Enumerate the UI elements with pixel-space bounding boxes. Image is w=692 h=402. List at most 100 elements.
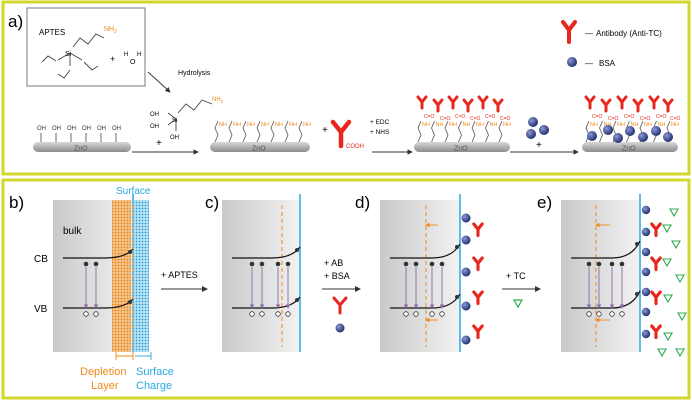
depletion-label-2: Layer <box>91 380 119 392</box>
si-label: Si <box>65 51 72 58</box>
surface-electron <box>128 300 132 304</box>
aptes-oh-1: OH <box>150 112 159 118</box>
blocking-bsa <box>663 132 673 142</box>
nh-group: NH <box>289 122 297 128</box>
aptes-chain <box>284 120 289 143</box>
nh-group: NH <box>247 122 255 128</box>
blocking-bsa <box>651 126 661 136</box>
blocking-bsa <box>625 126 635 136</box>
ab-step-antibody <box>332 296 348 315</box>
nh-group: NH <box>422 122 430 128</box>
nh-group: NH <box>261 122 269 128</box>
aptes-chain <box>242 120 247 143</box>
carbonyl-label: C=O <box>624 114 635 120</box>
reagent-box <box>26 7 146 87</box>
aptes-step-label: + APTES <box>161 270 198 280</box>
electron <box>619 261 625 267</box>
aptes-chain <box>228 120 233 143</box>
zno-substrate <box>414 142 510 152</box>
ab-step-bsa <box>335 323 345 333</box>
nh-group: NH <box>590 122 598 128</box>
surface-electron <box>635 292 639 296</box>
water-o: O <box>130 59 136 66</box>
panel-c-label: c) <box>205 193 219 212</box>
electron <box>429 261 435 267</box>
bound-bsa <box>461 235 471 245</box>
panel-e-label: e) <box>537 193 552 212</box>
electron <box>439 261 445 267</box>
electron <box>93 261 99 267</box>
nh-group: NH <box>671 122 679 128</box>
nh-group: NH <box>233 122 241 128</box>
hole <box>609 311 615 317</box>
legend-dash-1: — <box>585 29 593 38</box>
surface-electron <box>635 242 639 246</box>
aptes-chain <box>485 120 489 143</box>
bulk-region <box>561 200 640 352</box>
zno-label: ZnO <box>622 146 636 153</box>
aptes-chain <box>214 120 219 143</box>
zno-substrate <box>210 142 310 152</box>
blocking-bsa <box>603 125 613 135</box>
tc-molecule <box>669 208 679 218</box>
carbonyl-label: C=O <box>592 114 603 120</box>
carbonyl-label: C=O <box>608 116 619 122</box>
nh-group: NH <box>219 122 227 128</box>
bound-bsa <box>461 301 471 311</box>
panel-d-label: d) <box>355 193 370 212</box>
water-h2: H <box>137 52 141 58</box>
hole <box>619 311 625 317</box>
hole <box>403 311 409 317</box>
electron <box>596 261 602 267</box>
tc-molecule <box>663 294 673 304</box>
electron <box>285 261 291 267</box>
aptes-chain <box>417 120 422 143</box>
bound-bsa <box>641 307 651 317</box>
band-diagram-d <box>380 194 484 352</box>
electron <box>249 261 255 267</box>
surface-oh: OH <box>67 126 76 132</box>
nh-group: NH <box>449 122 457 128</box>
band-diagram-b <box>53 194 149 352</box>
zno-label: ZnO <box>252 146 266 153</box>
bsa-step-label: + BSA <box>324 271 350 281</box>
depletion-label-1: Depletion <box>80 366 126 378</box>
tc-molecule <box>677 312 687 322</box>
bsa-reagent <box>526 117 549 139</box>
hole <box>93 311 99 317</box>
surface-oh: OH <box>52 126 61 132</box>
vb-label: VB <box>34 304 48 315</box>
surface-label: Surface <box>116 186 151 197</box>
antibody-reagent <box>330 119 352 149</box>
aptes-chain <box>298 120 303 143</box>
bound-bsa <box>641 267 651 277</box>
nhs-label: + NHS <box>370 129 390 136</box>
legend-bsa-dot <box>567 57 577 67</box>
carbonyl-label: C=O <box>670 116 681 122</box>
hole <box>429 311 435 317</box>
hole <box>439 311 445 317</box>
aptes-nh2: NH2 <box>212 97 224 104</box>
tc-molecule <box>675 348 685 358</box>
band-diagram-c <box>222 194 301 352</box>
surface-electron <box>455 295 459 299</box>
tc-step-label: + TC <box>506 271 526 281</box>
cooh-label: COOH <box>346 144 364 150</box>
aptes-oh-3: OH <box>170 135 179 141</box>
aptes-chain <box>458 120 462 143</box>
nh2-label: NH2 <box>104 26 117 35</box>
tc-molecule <box>675 274 685 284</box>
hole <box>285 311 291 317</box>
bound-bsa <box>461 213 471 223</box>
charge-label-2: Charge <box>136 380 172 392</box>
electron <box>275 261 281 267</box>
carbonyl-label: C=O <box>485 114 496 120</box>
zno-label: ZnO <box>454 146 468 153</box>
electron <box>83 261 89 267</box>
bound-bsa <box>461 335 471 345</box>
tc-molecule <box>663 332 673 342</box>
depletion-region <box>112 200 131 352</box>
bound-bsa <box>641 329 651 339</box>
